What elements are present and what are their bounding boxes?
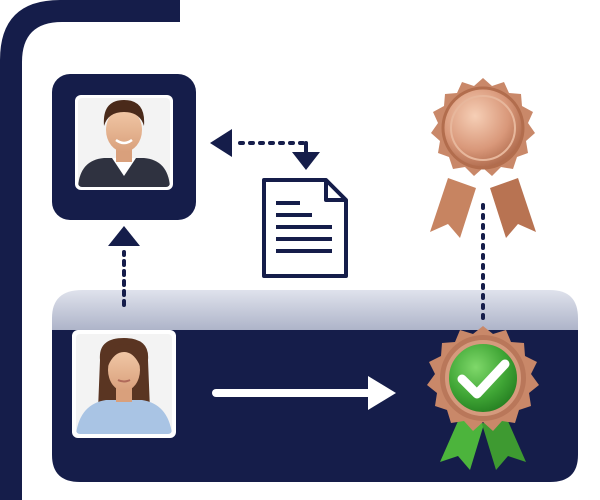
professional-person-node (52, 74, 196, 220)
man-portrait-icon (78, 98, 170, 187)
outer-frame (0, 0, 180, 500)
edge-employee-to-verified (212, 376, 396, 410)
verified-checkmark-rosette-icon (427, 326, 539, 470)
document-icon (262, 178, 348, 278)
woman-portrait-icon (76, 334, 172, 434)
employee-person-node (72, 330, 176, 438)
edge-employee-to-professional (108, 226, 140, 307)
bronze-rosette-icon (430, 78, 536, 238)
edge-professional-to-document (210, 129, 320, 170)
